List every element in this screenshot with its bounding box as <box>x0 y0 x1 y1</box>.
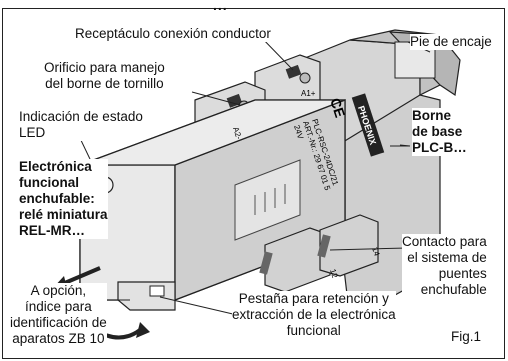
terminal-a1: A1+ <box>301 89 316 98</box>
label-pestana-line3: funcional <box>286 323 341 338</box>
label-indicacion-line2: LED <box>19 125 46 140</box>
label-electronica: Electrónica funcional enchufable: relé m… <box>19 159 108 239</box>
label-electronica-line1: Electrónica <box>19 159 92 174</box>
terminal-a2: A2- <box>231 126 244 141</box>
label-contacto-line3: puentes <box>438 266 487 281</box>
voltage-marking: 24V <box>292 124 305 141</box>
label-opcion-line1: A opción, <box>30 283 87 298</box>
label-borne: Borne de base PLC-B… <box>412 108 467 156</box>
label-electronica-line2: funcional <box>19 175 79 190</box>
label-pestana-line2: extracción de la electrónica <box>232 307 396 322</box>
label-borne-line2: de base <box>412 124 463 139</box>
figure-number: Fig.1 <box>451 329 482 345</box>
label-indicacion-line1: Indicación de estado <box>19 109 143 124</box>
ce-mark: CE <box>327 96 348 119</box>
label-electronica-line5: REL-MR… <box>19 223 85 238</box>
label-receptaculo: Receptáculo conexión conductor <box>75 26 271 42</box>
label-borne-line1: Borne <box>412 108 452 123</box>
terminal-14: 14 <box>370 246 381 258</box>
label-pestana-line1: Pestaña para retención y <box>238 291 389 306</box>
header-fragment: ... <box>213 0 228 13</box>
label-contacto: Contacto para el sistema de puentes ench… <box>402 234 487 298</box>
label-pie-encaje: Pie de encaje <box>410 34 492 50</box>
extraction-tab <box>117 281 176 311</box>
label-contacto-line1: Contacto para <box>402 234 487 249</box>
label-pestana: Pestaña para retención y extracción de l… <box>232 291 396 339</box>
label-opcion-line3: identificación de <box>10 315 107 330</box>
label-opcion-line4: aparatos ZB 10 <box>12 331 105 346</box>
label-contacto-line4: enchufable <box>420 282 487 297</box>
lower-terminals <box>259 214 379 293</box>
label-electronica-line4: relé miniatura <box>19 207 108 222</box>
label-orificio: Orificio para manejo del borne de tornil… <box>44 60 165 92</box>
label-indicacion: Indicación de estado LED <box>19 109 143 141</box>
label-orificio-line1: Orificio para manejo <box>44 60 165 75</box>
label-orificio-line2: del borne de tornillo <box>45 76 164 91</box>
label-electronica-line3: enchufable: <box>19 191 95 206</box>
label-borne-line3: PLC-B… <box>412 140 467 155</box>
rotate-arrow-icon <box>136 322 150 338</box>
label-opcion-line2: índice para <box>25 299 92 314</box>
terminal-12: 12 <box>328 268 339 280</box>
label-opcion: A opción, índice para identificación de … <box>10 283 107 347</box>
label-contacto-line2: el sistema de <box>407 250 487 265</box>
